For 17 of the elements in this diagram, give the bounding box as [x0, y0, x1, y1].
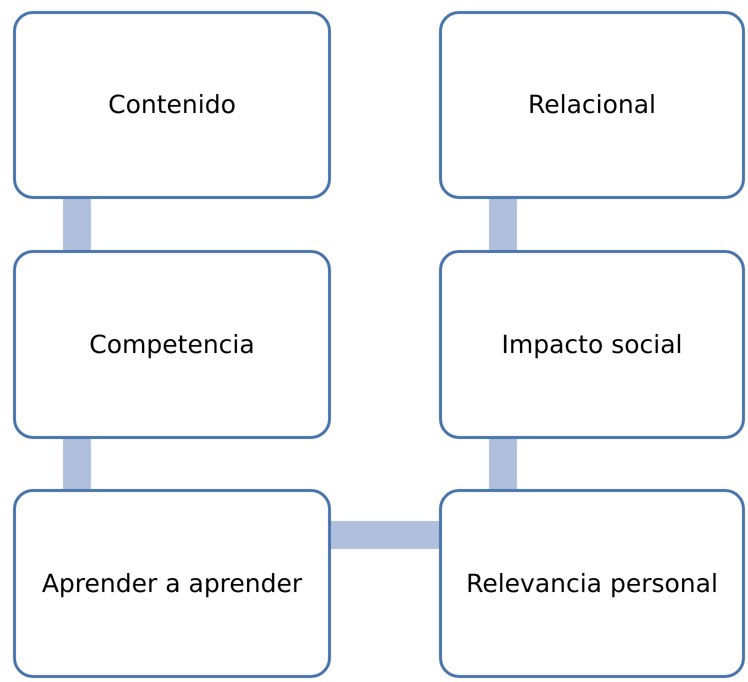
box-label: Aprender a aprender [42, 568, 302, 600]
process-box [13, 489, 331, 678]
process-box [439, 250, 745, 439]
process-box [439, 489, 745, 678]
process-box [13, 11, 331, 199]
box-label: Relevancia personal [466, 568, 718, 600]
connector-bar [63, 199, 91, 250]
connector-bar [489, 439, 517, 489]
process-box [439, 11, 745, 199]
connector-bar [63, 439, 91, 489]
box-label: Relacional [528, 89, 656, 122]
box-label: Impacto social [502, 328, 682, 361]
process-box [13, 250, 331, 439]
box-label: Contenido [108, 89, 236, 122]
box-label: Competencia [89, 328, 255, 361]
connector-bar [489, 199, 517, 250]
connector-bar [331, 521, 439, 549]
